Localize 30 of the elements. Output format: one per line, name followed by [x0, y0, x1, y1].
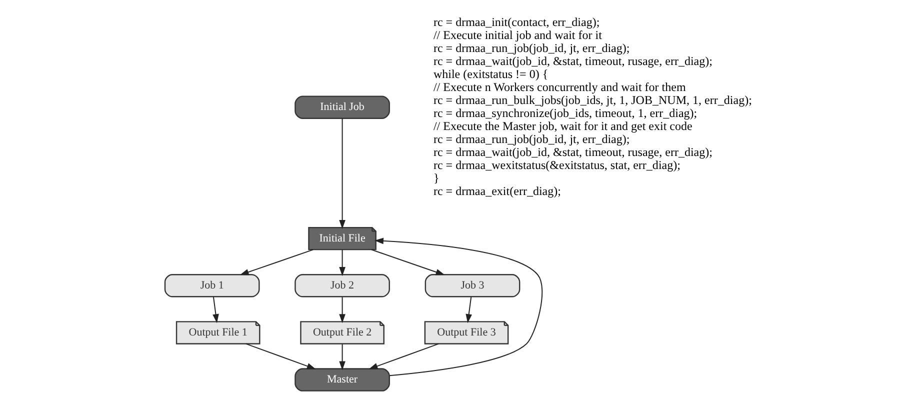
- label: rc = drmaa_init(contact, err_diag);: [432, 14, 600, 29]
- label: rc = drmaa_run_job(job_id, jt, err_diag);: [432, 132, 630, 146]
- arrow: [239, 249, 314, 276]
- label: rc = drmaa_synchronize(job_ids, timeout, 1, err_diag);: [432, 106, 697, 120]
- arrow: [212, 296, 218, 324]
- label: rc = drmaa_wait(job_id, &stat, timeout, rusage, err_diag);: [432, 145, 712, 160]
- node-box: Job 2: [294, 274, 390, 298]
- arrow: [368, 343, 439, 370]
- label: rc = drmaa_exit(err_diag);: [432, 184, 560, 198]
- node-box: Job 3: [424, 274, 520, 298]
- label: rc = drmaa_run_bulk_jobs(job_ids, jt, 1, JOB_NUM, 1, err_diag);: [432, 92, 752, 107]
- label: // Execute the Master job, wait for it and get exit code: [432, 118, 692, 133]
- arrow: [465, 296, 472, 324]
- label: rc = drmaa_run_job(job_id, jt, err_diag);: [432, 40, 630, 55]
- arrow: [338, 250, 345, 276]
- arrow: [370, 249, 444, 276]
- label: rc = drmaa_wexitstatus(&exitstatus, stat, err_diag);: [432, 158, 680, 172]
- label: rc = drmaa_wait(job_id, &stat, timeout, rusage, err_diag);: [432, 54, 712, 68]
- label: while (exitstatus != 0) {: [432, 66, 548, 81]
- node-box: Job 1: [164, 274, 260, 298]
- arrow: [374, 238, 542, 376]
- arrow: [338, 344, 345, 370]
- arrow: [338, 118, 345, 229]
- arrow: [244, 343, 316, 370]
- label: // Execute initial job and wait for it: [432, 28, 602, 42]
- node-box: Master: [294, 368, 390, 392]
- label: // Execute n Workers concurrently and wait for them: [432, 80, 686, 94]
- arrow: [338, 296, 345, 324]
- label: }: [432, 171, 439, 186]
- node-box: Initial Job: [294, 96, 390, 119]
